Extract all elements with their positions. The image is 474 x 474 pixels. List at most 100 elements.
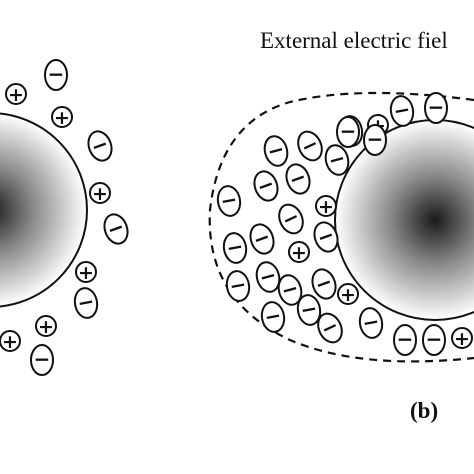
panel-b-anion-sign: −: [298, 296, 319, 323]
panel-a-ions: +−+−+−+−++−: [0, 59, 129, 376]
panel-a-ion-outline: [87, 130, 113, 162]
panel-b-ion-outline: [216, 185, 242, 217]
panel-b-ion-outline: [255, 261, 281, 293]
panel-b-ions: −−+−−−−−−+−−−−+−−−−−−+−−−−−+−−: [216, 92, 473, 356]
panel-a-ion-outline: [44, 59, 68, 91]
panel-a-anion-ion: −: [87, 130, 113, 162]
panel-b-anion-ion: −: [358, 307, 384, 339]
panel-b-anion-sign: −: [367, 127, 384, 151]
panel-b-anion-ion: −: [393, 324, 417, 356]
panel-b-anion-sign: −: [227, 272, 248, 299]
panel-b-cation-sign: +: [340, 284, 356, 306]
panel-a-anion-sign: −: [104, 214, 128, 242]
panel-b-ion-outline: [358, 307, 384, 339]
panel-b-anion-ion: −: [296, 294, 322, 326]
panel-a-cation-ion: +: [51, 106, 73, 129]
panel-b-anion-sign: −: [314, 222, 338, 250]
panel-a-cation-sign: +: [92, 183, 108, 205]
panel-b-ion-outline: [424, 92, 448, 124]
panel-b-ion-outline: [337, 283, 359, 305]
panel-a-anion-ion: −: [103, 213, 129, 245]
panel-b-anion-sign: −: [340, 119, 357, 143]
panel-b-anion-sign: −: [265, 136, 287, 164]
panel-b-anion-ion: −: [297, 130, 323, 162]
panel-a-cation-sign: +: [54, 107, 70, 129]
panel-b-anion-sign: −: [218, 187, 239, 214]
panel-b-ion-outline: [225, 270, 251, 302]
panel-b-anion-ion: −: [225, 270, 251, 302]
panel-a-anion-sign: −: [75, 289, 96, 316]
panel-b-cation-ion: +: [337, 283, 359, 306]
panel-b-anion-ion: −: [255, 261, 281, 293]
panel-a-cation-ion: +: [35, 315, 57, 338]
panel-b-anion-ion: −: [389, 95, 415, 127]
panel-b-anion-ion: −: [263, 135, 289, 167]
panel-b-ion-outline: [296, 294, 322, 326]
panel-a-ion-outline: [5, 83, 27, 105]
panel-b-cation-ion: +: [288, 241, 310, 264]
panel-b-anion-ion: −: [222, 232, 248, 264]
panel-b-cation-ion: +: [315, 195, 337, 218]
panel-b-anion-ion: −: [311, 268, 337, 300]
panel-b-anion-ion: −: [278, 203, 304, 235]
external-field-label: External electric fiel: [260, 28, 448, 53]
panel-b-anion-ion: −: [249, 223, 275, 255]
panel-a-cation-ion: +: [0, 330, 21, 353]
panel-b-ion-outline: [389, 95, 415, 127]
panel-b-cation-sign: +: [291, 242, 307, 264]
panel-b-label: (b): [410, 398, 439, 423]
panel-b-anion-ion: −: [260, 301, 286, 333]
panel-a: +−+−+−+−++−: [0, 59, 129, 376]
panel-b-anion-sign: −: [360, 309, 381, 336]
panel-a-ion-outline: [30, 344, 54, 376]
panel-a-cation-ion: +: [75, 261, 97, 284]
panel-a-anion-ion: −: [30, 344, 54, 376]
panel-a-anion-ion: −: [73, 287, 99, 319]
panel-b: −−+−−−−−−+−−−−+−−−−−−+−−−−−+−−: [208, 91, 474, 363]
panel-a-ion-outline: [103, 213, 129, 245]
panel-b-anion-ion: −: [324, 144, 350, 176]
panel-b-ion-outline: [313, 221, 339, 253]
panel-a-anion-sign: −: [88, 131, 112, 159]
panel-b-anion-ion: −: [424, 92, 448, 124]
panel-b-anion-sign: −: [250, 224, 274, 252]
panel-b-cation-ion: +: [451, 327, 473, 350]
panel-a-cation-sign: +: [38, 316, 54, 338]
panel-a-ion-outline: [73, 287, 99, 319]
panel-a-ion-outline: [51, 106, 73, 128]
panel-a-cation-sign: +: [8, 84, 24, 106]
panel-b-ion-outline: [324, 144, 350, 176]
panel-b-ion-outline: [222, 232, 248, 264]
panel-b-anion-sign: −: [428, 95, 445, 119]
panel-b-anion-sign: −: [279, 275, 301, 303]
panel-b-ion-outline: [315, 195, 337, 217]
panel-b-ion-outline: [393, 324, 417, 356]
panel-b-ion-outline: [260, 301, 286, 333]
panel-b-anion-ion: −: [336, 116, 360, 148]
panel-a-ion-outline: [35, 315, 57, 337]
panel-b-ion-outline: [363, 124, 387, 156]
panel-b-anion-sign: −: [224, 234, 245, 261]
panel-a-cation-ion: +: [5, 83, 27, 106]
panel-b-anion-ion: −: [363, 124, 387, 156]
panel-b-ion-outline: [253, 170, 279, 202]
panel-b-anion-ion: −: [285, 163, 311, 195]
panel-b-anion-sign: −: [257, 262, 279, 290]
panel-b-ion-outline: [285, 163, 311, 195]
panel-a-ion-outline: [75, 261, 97, 283]
panel-a-ion-outline: [89, 182, 111, 204]
panel-b-anion-sign: −: [286, 164, 310, 192]
panel-a-cation-sign: +: [2, 331, 18, 353]
panel-a-anion-ion: −: [44, 59, 68, 91]
panel-b-anion-sign: −: [397, 327, 414, 351]
panel-b-ion-outline: [336, 116, 360, 148]
panel-b-anion-sign: −: [426, 327, 443, 351]
panel-b-anion-ion: −: [313, 221, 339, 253]
panel-b-ion-outline: [277, 274, 303, 306]
panel-b-anion-ion: −: [253, 170, 279, 202]
panel-b-ion-outline: [422, 324, 446, 356]
dashed-double-layer-boundary: [208, 91, 474, 363]
panel-a-cation-sign: +: [78, 262, 94, 284]
panel-b-ion-outline: [311, 268, 337, 300]
particle-a: [0, 112, 88, 308]
